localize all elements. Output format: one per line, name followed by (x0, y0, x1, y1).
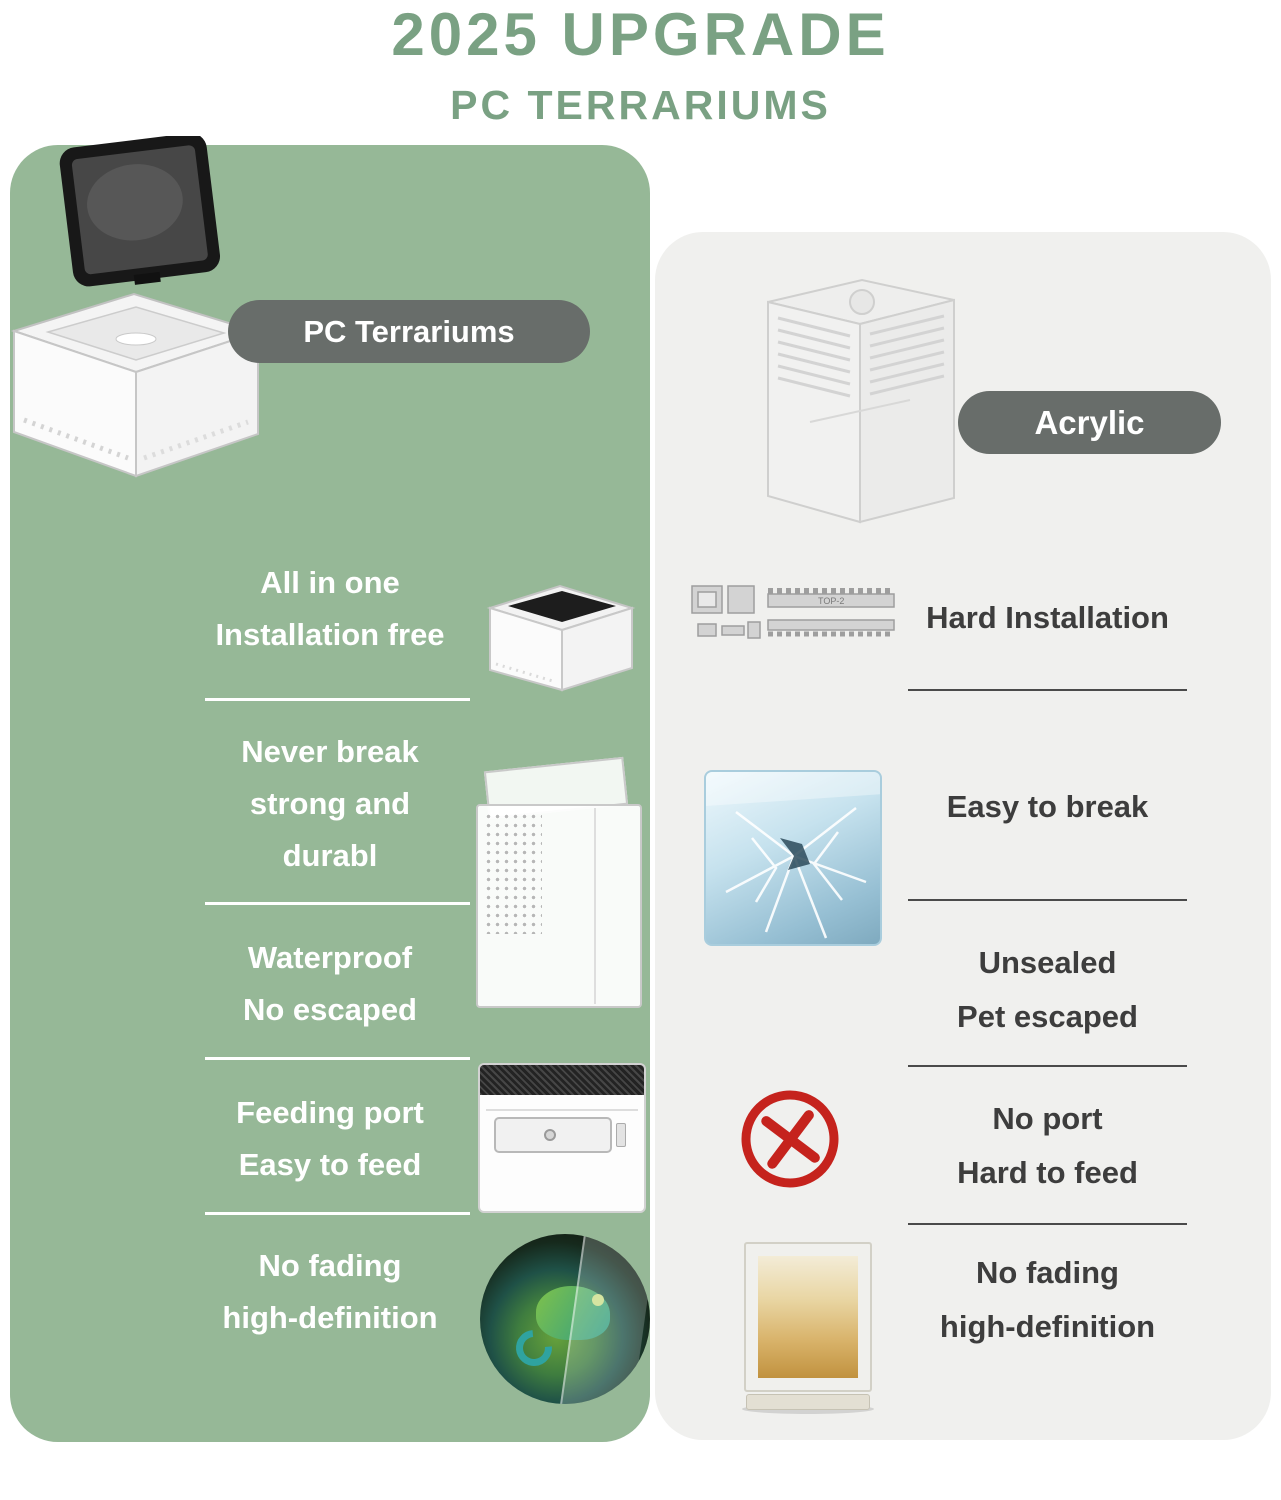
divider (205, 1057, 470, 1060)
divider (908, 1223, 1187, 1225)
feature-line: high-definition (222, 1300, 438, 1335)
feature-line: Feeding port (236, 1095, 424, 1130)
feature-line: No escaped (242, 992, 417, 1027)
divider (908, 1065, 1187, 1067)
feature-line: Pet escaped (957, 999, 1138, 1034)
feature-line: high-definition (939, 1309, 1156, 1344)
vent-holes-pattern (484, 812, 542, 934)
feature-line: Hard to feed (957, 1155, 1138, 1190)
chameleon-photo (480, 1234, 650, 1404)
latch-pin (616, 1123, 626, 1147)
no-symbol-icon (741, 1090, 839, 1188)
acrylic-label-text: Acrylic (1034, 403, 1145, 441)
pc-terrariums-label-text: PC Terrariums (303, 313, 515, 349)
latch-screw (544, 1129, 556, 1141)
acrylic-parts-image: TOP-2 (691, 585, 895, 639)
feature-line: No fading (258, 1248, 402, 1283)
feature-line: Easy to feed (238, 1147, 422, 1182)
feature-never-break: Never break strong and durabl (188, 726, 472, 882)
frame-photo (758, 1256, 858, 1378)
pc-terrarium-photo (10, 136, 262, 478)
feature-hard-installation: Hard Installation (900, 591, 1195, 645)
cracked-cube-image (704, 770, 882, 946)
feature-line: Easy to break (946, 789, 1149, 824)
divider (908, 689, 1187, 691)
box-edge (594, 808, 596, 1004)
feature-line: Hard Installation (926, 600, 1169, 635)
acrylic-label: Acrylic (958, 391, 1221, 454)
acrylic-frame-image (736, 1242, 881, 1414)
durable-box-thumbnail (476, 756, 642, 1008)
glass-pane (558, 1234, 650, 1404)
slide-rail (486, 1109, 638, 1111)
page-subtitle: PC TERRARIUMS (450, 82, 831, 128)
feature-easy-to-break: Easy to break (900, 780, 1195, 834)
crack-lines (706, 772, 880, 939)
feature-feeding-port: Feeding port Easy to feed (188, 1087, 472, 1191)
feature-line: Installation free (215, 617, 445, 652)
feature-no-fading-acrylic: No fading high-definition (900, 1246, 1195, 1354)
feature-all-in-one: All in one Installation free (188, 557, 472, 661)
feature-line: Unsealed (978, 945, 1117, 980)
divider (205, 1212, 470, 1215)
acrylic-terrarium-photo (767, 278, 955, 524)
divider (908, 899, 1187, 901)
feature-line: No fading (976, 1255, 1119, 1290)
divider (205, 698, 470, 701)
pc-terrarium-thumbnail (486, 584, 636, 692)
page-title: 2025 UPGRADE (391, 1, 890, 68)
mesh-strip (480, 1065, 644, 1095)
frame-base (746, 1394, 870, 1410)
feature-no-port: No port Hard to feed (900, 1092, 1195, 1200)
feature-no-fading: No fading high-definition (188, 1240, 472, 1344)
divider (205, 902, 470, 905)
feature-line: Waterproof (247, 940, 413, 975)
feature-waterproof: Waterproof No escaped (188, 932, 472, 1036)
feature-line: All in one (260, 565, 400, 600)
parts-label: TOP-2 (818, 596, 844, 606)
feature-line: strong and (249, 786, 411, 821)
pc-terrariums-label: PC Terrariums (228, 300, 590, 363)
feeding-port-thumbnail (478, 1063, 646, 1213)
feature-line: Never break (241, 734, 419, 769)
feature-line: durabl (282, 838, 378, 873)
chameleon-eye (592, 1294, 604, 1306)
feature-line: No port (992, 1101, 1103, 1136)
feature-unsealed: Unsealed Pet escaped (900, 936, 1195, 1044)
